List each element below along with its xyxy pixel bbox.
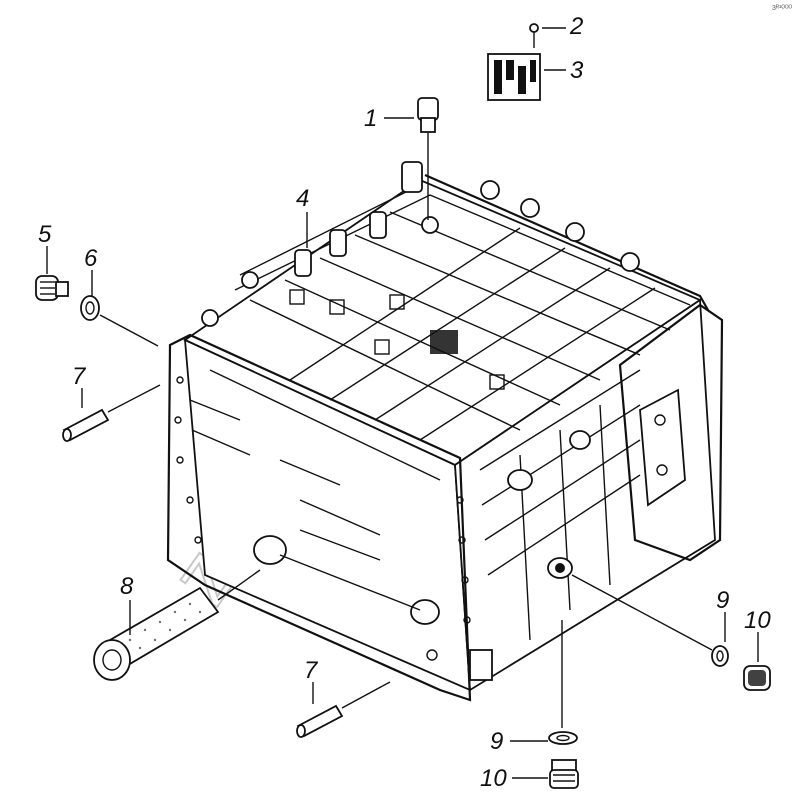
- part-10-plug-right: [743, 665, 771, 691]
- part-8-strainer: [93, 569, 261, 681]
- front-face-details: [174, 369, 471, 661]
- callout-9-right: 9: [716, 587, 729, 614]
- part-5-plug: [35, 275, 69, 301]
- callout-7-bottom: 7: [304, 657, 319, 684]
- callout-10-right: 10: [744, 607, 771, 634]
- callout-2: 2: [569, 13, 583, 40]
- part-1-plug: [417, 97, 439, 220]
- part-7-pin-left: [62, 384, 161, 442]
- part-3-plate: [487, 53, 541, 101]
- front-flange: [166, 333, 472, 702]
- callout-3: 3: [570, 57, 584, 84]
- right-face-details: [469, 369, 686, 681]
- part-7-pin-bottom: [296, 681, 391, 738]
- corner-mark: 3ᴿ¹ᴼᴼᴼ: [772, 5, 793, 12]
- callout-7-left: 7: [72, 363, 87, 390]
- housing-right-face: [454, 298, 716, 692]
- callout-8: 8: [120, 573, 134, 600]
- callout-6: 6: [84, 245, 98, 272]
- part-9-washer-right: [571, 574, 729, 667]
- top-bosses: [201, 161, 640, 327]
- callout-4: 4: [296, 185, 309, 212]
- part-6-washer: [80, 295, 159, 347]
- top-ribs: [249, 211, 671, 441]
- part-2-screw: [529, 23, 539, 48]
- right-flange: [618, 303, 724, 562]
- part-10-plug-bottom: [549, 759, 579, 789]
- leaders: [46, 27, 759, 779]
- callout-1: 1: [364, 105, 377, 132]
- part-9-washer-bottom: [548, 620, 578, 745]
- gearbox-housing: [166, 161, 724, 702]
- callout-5: 5: [38, 221, 52, 248]
- top-rim: [424, 173, 709, 311]
- callout-10-bottom: 10: [480, 765, 507, 792]
- callouts: 1 2 3 4 5 6 7 7 8 9 9 10 10: [38, 13, 771, 792]
- callout-9-bottom: 9: [490, 728, 503, 755]
